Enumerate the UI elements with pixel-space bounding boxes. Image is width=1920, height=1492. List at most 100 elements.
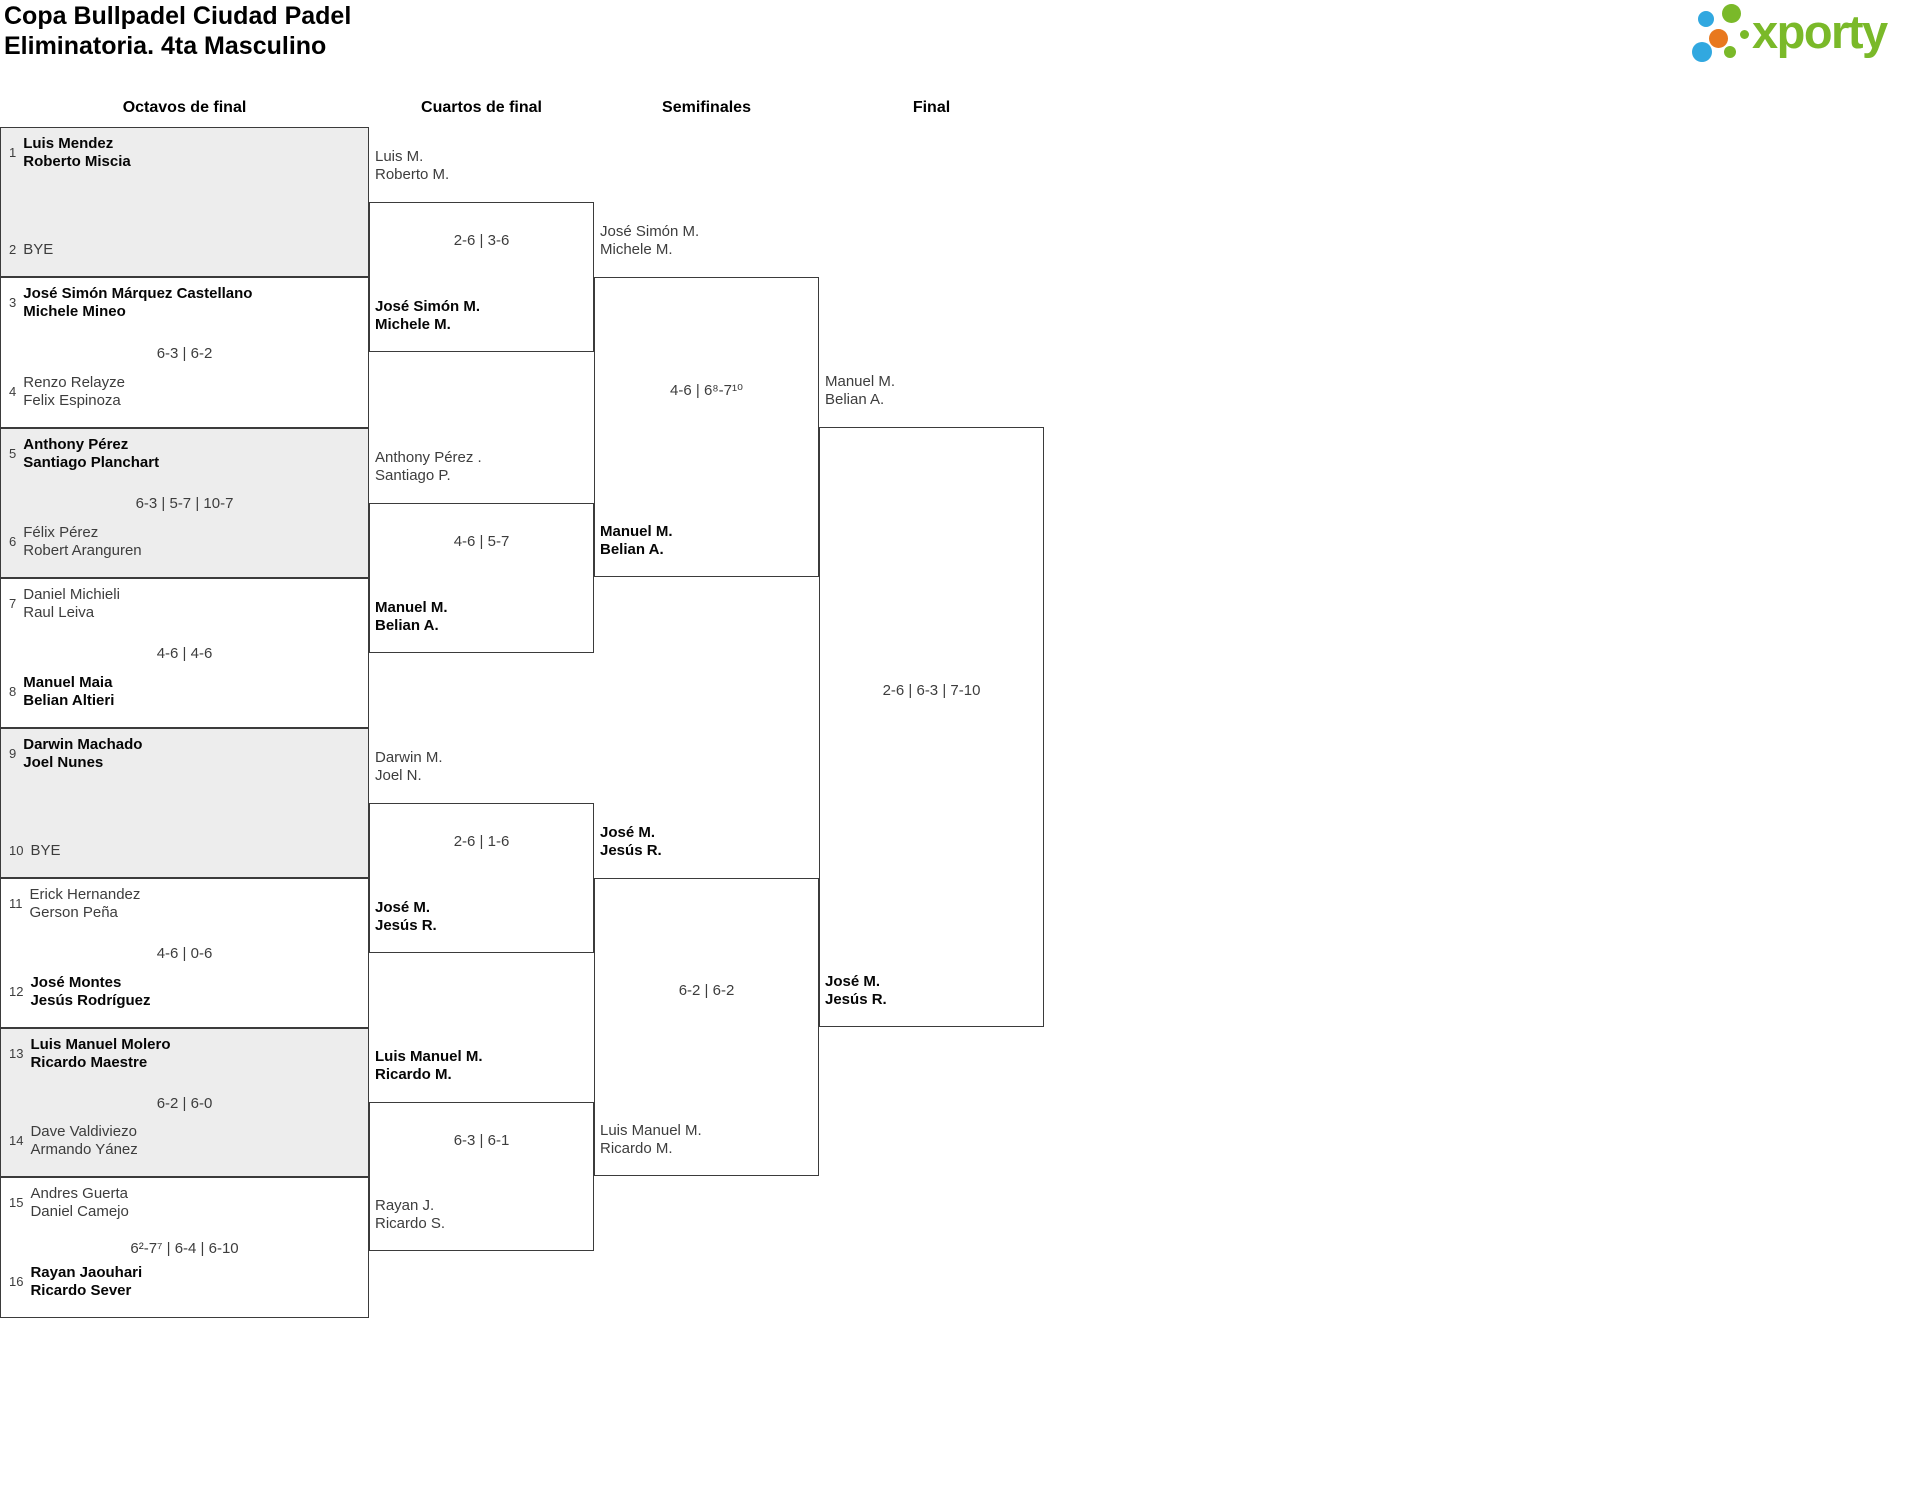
team-names: BYE: [30, 842, 60, 860]
player-name: Michele M.: [600, 241, 673, 258]
advancing-team: Darwin M.Joel N.: [375, 749, 443, 785]
tournament-subtitle: Eliminatoria. 4ta Masculino: [4, 32, 327, 60]
seed-number: 16: [9, 1274, 24, 1289]
player-name: Manuel M.: [600, 523, 673, 540]
logo-dot-green-icon: [1724, 46, 1736, 58]
seed-number: 13: [9, 1046, 24, 1061]
logo-dot-green-icon: [1740, 30, 1749, 39]
player-name: Luis M.: [375, 148, 424, 165]
tournament-title: Copa Bullpadel Ciudad Padel: [4, 2, 352, 30]
qf-match-box: [369, 503, 594, 653]
player-name: Belian A.: [600, 541, 664, 558]
player-name: Jesús R.: [375, 917, 437, 934]
round-header: Semifinales: [662, 99, 751, 116]
player-name: Manuel M.: [375, 599, 448, 616]
player-name: Luis Manuel M.: [375, 1048, 483, 1065]
player-name: Jesús R.: [825, 991, 887, 1008]
seed-number: 11: [9, 896, 23, 911]
seed-number: 1: [9, 145, 17, 160]
player-name: Ricardo Maestre: [30, 1054, 148, 1071]
player-name: Joel N.: [375, 767, 422, 784]
player-name: José M.: [825, 973, 881, 990]
match-score: 2-6 | 1-6: [453, 833, 510, 850]
advancing-team: Manuel M.Belian A.: [600, 523, 673, 559]
match-score: 6-3 | 6-2: [156, 344, 213, 362]
qf-match-box: [369, 803, 594, 953]
round-header: Octavos de final: [122, 99, 247, 116]
player-name: Manuel M.: [825, 373, 896, 390]
player-name: Erick Hernandez: [29, 886, 141, 903]
player-name: Raul Leiva: [23, 604, 95, 621]
match-score: 2-6 | 3-6: [453, 232, 510, 249]
player-name: José Simón M.: [375, 298, 481, 315]
player-name: Ricardo Sever: [30, 1282, 132, 1299]
player-name: Anthony Pérez: [23, 436, 129, 453]
player-name: Rayan Jaouhari: [30, 1264, 143, 1281]
seed-number: 5: [9, 446, 17, 461]
player-name: José Simón M.: [600, 223, 700, 240]
match-score: 4-6 | 0-6: [156, 945, 213, 962]
player-name: Luis Mendez: [23, 135, 114, 152]
player-name: Felix Espinoza: [23, 392, 121, 409]
match-score: 6²-7⁷ | 6-4 | 6-10: [130, 1239, 239, 1257]
match-score: 4-6 | 4-6: [156, 645, 213, 662]
sf-match-box: [594, 277, 819, 577]
player-name: Darwin M.: [375, 749, 443, 766]
player-name: Rayan J.: [375, 1197, 435, 1214]
player-name: Joel Nunes: [23, 754, 104, 771]
player-name: José Simón Márquez Castellano: [23, 285, 253, 302]
player-name: Ricardo M.: [600, 1140, 673, 1157]
player-name: Anthony Pérez .: [375, 449, 482, 466]
player-name: Manuel Maia: [23, 674, 113, 691]
advancing-team: José Simón M.Michele M.: [375, 298, 480, 334]
advancing-team: Rayan J.Ricardo S.: [375, 1197, 445, 1233]
round-header: Final: [912, 99, 951, 116]
round-header: Cuartos de final: [421, 99, 542, 116]
advancing-team: Luis Manuel M.Ricardo M.: [600, 1122, 702, 1158]
logo-dot-green-icon: [1722, 4, 1741, 23]
player-name: Jesús Rodríguez: [30, 992, 151, 1009]
player-name: Jesús R.: [600, 842, 662, 859]
seed-number: 7: [9, 596, 17, 611]
match-score: 4-6 | 5-7: [453, 533, 510, 550]
match-score: 4-6 | 6⁸-7¹⁰: [670, 382, 743, 399]
match-score: 6-3 | 6-1: [453, 1131, 510, 1149]
qf-match-box: [369, 1102, 594, 1251]
advancing-team: Manuel M.Belian A.: [375, 599, 448, 635]
logo-wordmark: xporty: [1752, 5, 1888, 58]
player-name: Belian A.: [825, 391, 885, 408]
qf-match-box: [369, 202, 594, 352]
player-name: José M.: [375, 899, 431, 916]
seed-number: 10: [9, 843, 24, 858]
seed-number: 8: [9, 684, 17, 699]
seed-number: 4: [9, 384, 17, 399]
player-name: Luis Manuel M.: [600, 1122, 702, 1139]
player-name: Daniel Camejo: [30, 1203, 129, 1220]
